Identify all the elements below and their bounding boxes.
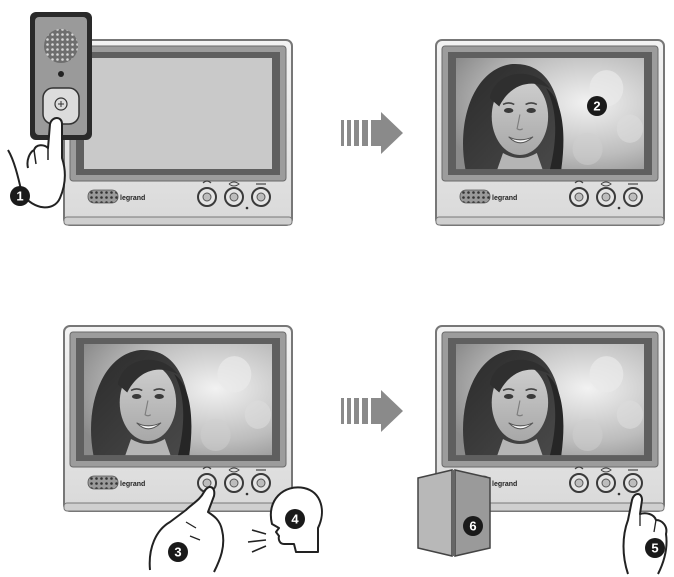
panel-view: legrand (436, 40, 664, 225)
step-badge-6: 6 (463, 516, 483, 536)
svg-text:1: 1 (16, 189, 23, 204)
brand-logo: legrand (120, 195, 145, 202)
svg-text:6: 6 (469, 519, 476, 534)
brand-logo: legrand (492, 481, 517, 488)
panel-talk: legrand (64, 326, 292, 511)
flow-arrow (341, 112, 403, 154)
brand-logo: legrand (120, 481, 145, 488)
flow-arrow (341, 390, 403, 432)
svg-text:3: 3 (174, 545, 181, 560)
step-badge-1: 1 (10, 186, 30, 206)
visitor-image (456, 58, 644, 169)
step-badge-4: 4 (285, 509, 305, 529)
step-badge-3: 3 (168, 542, 188, 562)
step-badge-2: 2 (587, 96, 607, 116)
panel-call: legrand (64, 40, 292, 225)
svg-text:5: 5 (651, 541, 658, 556)
svg-text:4: 4 (291, 512, 299, 527)
door-icon (418, 470, 490, 556)
visitor-image (84, 344, 272, 455)
svg-text:2: 2 (593, 99, 600, 114)
visitor-image (456, 344, 644, 455)
step-badge-5: 5 (645, 538, 665, 558)
brand-logo: legrand (492, 195, 517, 202)
screen-blank (84, 58, 272, 169)
